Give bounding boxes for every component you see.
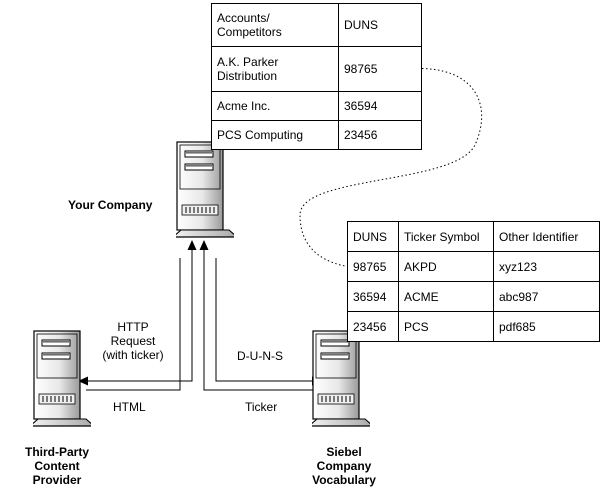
html-label: HTML: [113, 400, 146, 414]
header-cell-text: DUNS: [344, 18, 379, 32]
header-cell: DUNS: [338, 3, 422, 47]
header-cell: Accounts/ Competitors: [211, 3, 339, 47]
cell-text: 98765: [353, 259, 387, 274]
your-company-server-icon: [176, 141, 234, 238]
table-cell: abc987: [493, 281, 600, 312]
cell-text: 36594: [344, 99, 378, 113]
header-cell-text: Accounts/ Competitors: [217, 11, 282, 39]
siebel-server-icon: [312, 330, 370, 427]
header-cell: Other Identifier: [493, 221, 600, 252]
cell-text: A.K. Parker Distribution: [217, 55, 279, 83]
cell-text: 98765: [344, 62, 378, 76]
cell-text: AKPD: [404, 259, 437, 274]
accounts-table: Accounts/ Competitors DUNS A.K. Parker D…: [211, 3, 422, 150]
ticker-arrowhead: [199, 240, 209, 250]
siebel-vocabulary-label: Siebel Company Vocabulary: [312, 445, 376, 487]
html-arrowhead: [78, 376, 88, 386]
vocabulary-table: DUNS Ticker Symbol Other Identifier 9876…: [347, 221, 600, 342]
table-header-row: Accounts/ Competitors DUNS: [211, 3, 422, 47]
table-cell: pdf685: [493, 311, 600, 342]
table-cell: 36594: [338, 91, 422, 121]
ticker-label: Ticker: [245, 400, 278, 414]
your-company-label: Your Company: [68, 198, 153, 212]
duns-dotted-connector: [299, 68, 483, 267]
table-row: 23456 PCS pdf685: [347, 311, 600, 342]
table-cell: 23456: [347, 311, 399, 342]
table-cell: xyz123: [493, 251, 600, 282]
third-party-label: Third-Party Content Provider: [24, 445, 89, 487]
table-cell: AKPD: [398, 251, 494, 282]
table-row: 36594 ACME abc987: [347, 281, 600, 312]
http-connection-lines: [86, 248, 193, 391]
cell-text: abc987: [499, 289, 539, 304]
cell-text: PCS: [404, 319, 429, 334]
table-cell: ACME: [398, 281, 494, 312]
table-cell: 98765: [347, 251, 399, 282]
http-request-label: HTTP Request (with ticker): [102, 320, 164, 362]
table-cell: PCS: [398, 311, 494, 342]
table-row: 98765 AKPD xyz123: [347, 251, 600, 282]
header-cell-text: Other Identifier: [499, 229, 579, 244]
cell-text: PCS Computing: [217, 128, 304, 142]
table-cell: 36594: [347, 281, 399, 312]
cell-text: ACME: [404, 289, 439, 304]
table-row: PCS Computing 23456: [211, 120, 422, 150]
table-header-row: DUNS Ticker Symbol Other Identifier: [347, 221, 600, 252]
cell-text: Acme Inc.: [217, 99, 271, 113]
http-request-arrowhead: [187, 240, 197, 250]
header-cell-text: DUNS: [353, 229, 388, 244]
header-cell-text: Ticker Symbol: [404, 229, 480, 244]
table-cell: 98765: [338, 46, 422, 92]
table-cell: Acme Inc.: [211, 91, 339, 121]
table-row: A.K. Parker Distribution 98765: [211, 46, 422, 92]
table-cell: PCS Computing: [211, 120, 339, 150]
header-cell: DUNS: [347, 221, 399, 252]
cell-text: xyz123: [499, 259, 538, 274]
table-row: Acme Inc. 36594: [211, 91, 422, 121]
cell-text: 36594: [353, 289, 387, 304]
table-cell: 23456: [338, 120, 422, 150]
duns-label: D-U-N-S: [237, 349, 283, 363]
siebel-connection-lines: [203, 248, 314, 391]
header-cell: Ticker Symbol: [398, 221, 494, 252]
table-cell: A.K. Parker Distribution: [211, 46, 339, 92]
cell-text: 23456: [353, 319, 387, 334]
cell-text: 23456: [344, 128, 378, 142]
cell-text: pdf685: [499, 319, 536, 334]
